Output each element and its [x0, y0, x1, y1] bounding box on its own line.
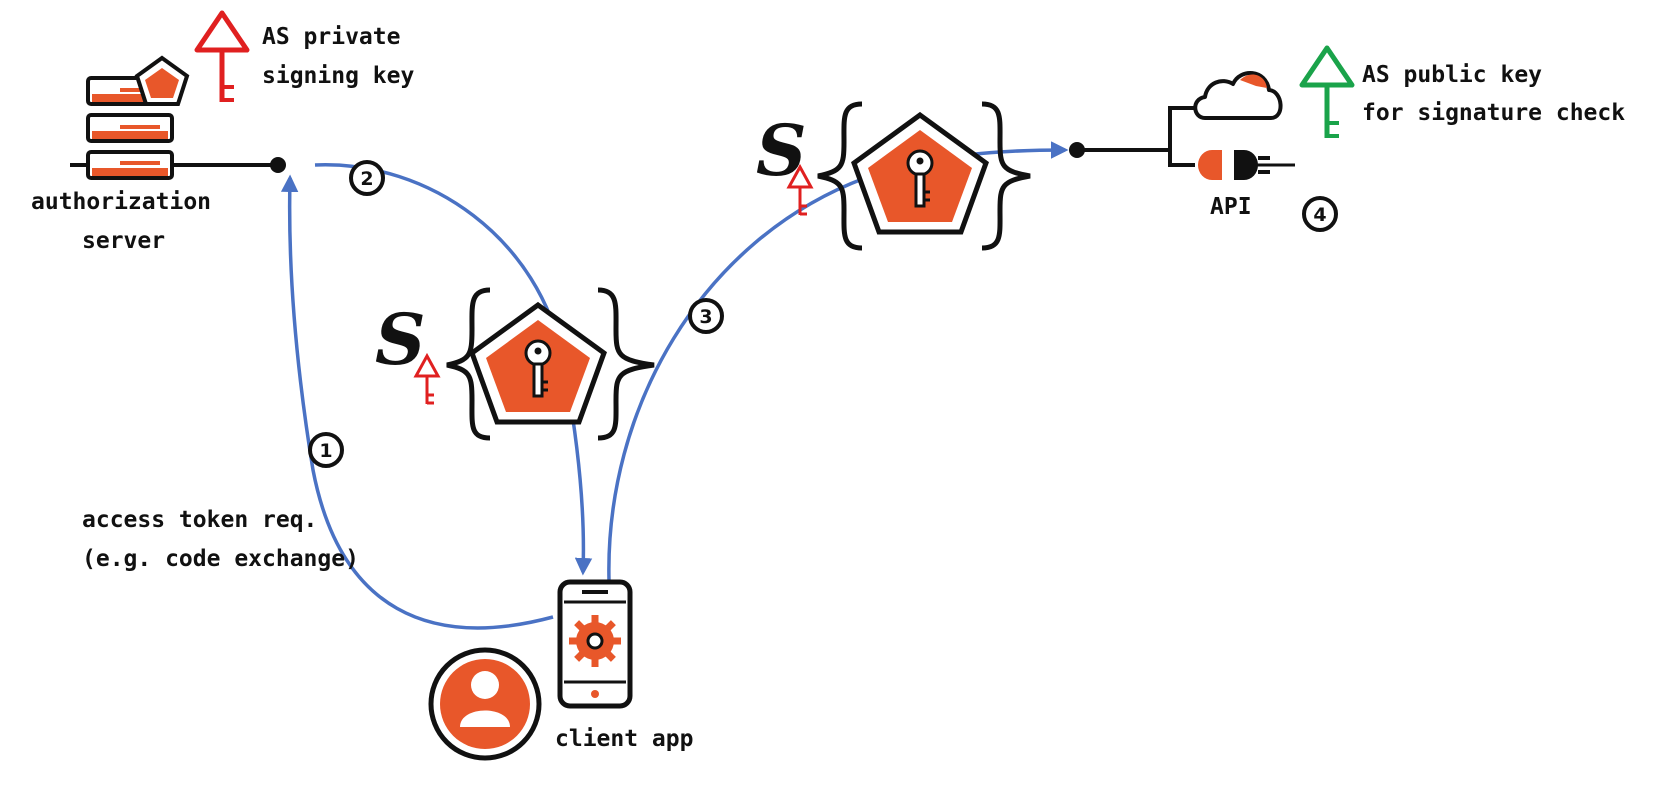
signature-symbol: S	[756, 109, 807, 192]
key-icon	[906, 149, 934, 208]
gear-icon	[569, 615, 621, 667]
flow-arrow-1-request	[280, 174, 554, 630]
key-icon	[524, 339, 552, 398]
public-key-icon	[1299, 45, 1355, 138]
auth-server-label-line2: server	[82, 228, 165, 254]
right-brace	[981, 101, 1031, 251]
client-app-label: client app	[555, 726, 693, 752]
step-1-marker: 1	[308, 432, 344, 468]
api-label: API	[1210, 194, 1252, 220]
request-label-line1: access token req.	[82, 507, 317, 533]
request-label-line2: (e.g. code exchange)	[82, 546, 359, 572]
api-connector-icon	[1069, 106, 1195, 167]
flow-arrow-3-api-call	[607, 141, 1069, 581]
step-4-marker: 4	[1302, 196, 1338, 232]
left-brace	[446, 287, 491, 441]
step-2-marker: 2	[349, 160, 385, 196]
signature-symbol: S	[375, 298, 426, 381]
svg-text:3: 3	[699, 306, 712, 328]
svg-text:4: 4	[1313, 204, 1326, 226]
step-3-marker: 3	[688, 298, 724, 334]
plug-icon	[1198, 150, 1295, 180]
private-key-small-icon	[786, 163, 814, 216]
right-brace	[597, 287, 655, 441]
private-key-label-line2: signing key	[262, 63, 414, 89]
left-brace	[817, 101, 863, 251]
public-key-label-line2: for signature check	[1362, 100, 1625, 126]
signed-token-api: S	[756, 101, 1031, 251]
private-key-label-line1: AS private	[262, 24, 400, 50]
public-key-label-line1: AS public key	[1362, 62, 1542, 88]
svg-text:1: 1	[319, 440, 332, 462]
auth-server-label-line1: authorization	[31, 189, 211, 215]
user-avatar-icon	[428, 647, 542, 761]
private-key-small-icon	[413, 352, 441, 405]
private-key-icon	[194, 10, 250, 102]
cloud-icon	[1193, 71, 1283, 120]
signed-token-middle: S	[375, 287, 655, 441]
token-badge-icon	[134, 55, 190, 106]
phone-icon	[557, 579, 633, 709]
svg-text:2: 2	[360, 168, 373, 190]
